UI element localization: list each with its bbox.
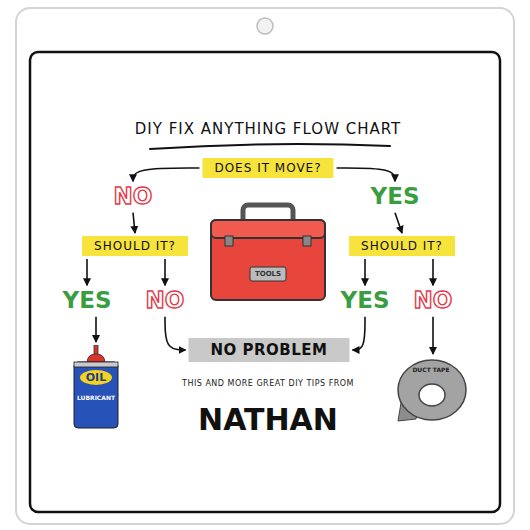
result-band: NO PROBLEM: [189, 338, 350, 362]
can-rim: [74, 362, 118, 367]
node-text: YES: [341, 288, 390, 313]
toolbox-latch: [225, 236, 233, 246]
flow-arrow: [95, 317, 97, 342]
decision-band: DOES IT MOVE?: [202, 158, 333, 178]
node-text: DOES IT MOVE?: [214, 161, 321, 175]
hanging-hole: [257, 18, 273, 34]
node-text: YES: [371, 184, 420, 209]
flow-arrow: [337, 168, 395, 181]
answer-no: NO: [414, 288, 453, 313]
answer-yes: YES: [63, 288, 112, 313]
node-text: NO: [414, 288, 453, 313]
oil-can: OIL LUBRICANT: [71, 345, 121, 429]
node-text: NO PROBLEM: [211, 341, 328, 359]
toolbox-icon: [211, 205, 325, 300]
answer-yes: YES: [341, 288, 390, 313]
chart-title: DIY FIX ANYTHING FLOW CHART: [135, 120, 402, 138]
flow-arrow: [432, 317, 434, 354]
node-text: SHOULD IT?: [361, 239, 443, 253]
toolbox-latch: [303, 236, 311, 246]
tape-core: [419, 384, 445, 406]
answer-no: NO: [146, 288, 185, 313]
credit-line: THIS AND MORE GREAT DIY TIPS FROM: [182, 379, 354, 388]
ornament-plate: [16, 8, 514, 524]
decision-band: SHOULD IT?: [82, 236, 188, 256]
flow-arrow: [395, 213, 402, 233]
node-text: YES: [63, 288, 112, 313]
answer-no: NO: [114, 184, 153, 209]
flow-arrow: [364, 259, 366, 285]
frame-border: [30, 52, 500, 512]
toolbox-label: TOOLS: [255, 270, 281, 278]
flow-arrow: [165, 317, 186, 350]
answer-yes: YES: [371, 184, 420, 209]
title-underline: [150, 144, 390, 149]
node-text: OIL: [80, 370, 112, 385]
flow-arrow: [432, 259, 434, 285]
duct-tape-roll: DUCT TAPE: [394, 357, 468, 423]
node-text: SHOULD IT?: [94, 239, 176, 253]
can-nozzle: [94, 345, 98, 355]
toolbox-lid: [211, 220, 325, 238]
flow-arrow: [353, 317, 366, 350]
node-text: NO: [146, 288, 185, 313]
node-text: NO: [114, 184, 153, 209]
flow-arrow: [133, 168, 199, 181]
flow-arrow: [164, 259, 166, 285]
toolbox-plate: [250, 267, 286, 281]
flow-arrow: [86, 259, 88, 285]
can-body: [74, 362, 118, 428]
node-text: LUBRICANT: [77, 394, 115, 401]
flow-arrow: [133, 213, 135, 233]
tape-roll: [398, 360, 466, 420]
decision-band: SHOULD IT?: [349, 236, 455, 256]
node-text: DUCT TAPE: [412, 366, 449, 373]
oil-can-drawing: [71, 345, 121, 429]
toolbox-body: [211, 220, 325, 300]
owner-name: NATHAN: [198, 402, 338, 437]
